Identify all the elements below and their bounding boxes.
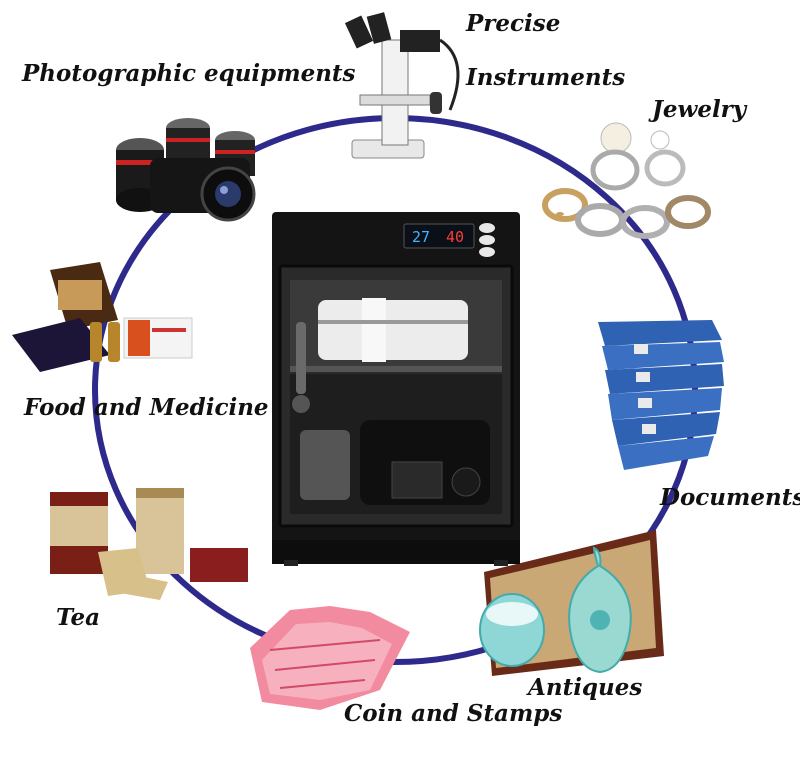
camera-equipment-icon xyxy=(116,118,256,222)
documents-icon xyxy=(598,320,724,470)
label-jewelry: Jewelry xyxy=(652,96,747,123)
label-food-and-medicine: Food and Medicine xyxy=(24,394,269,421)
display-left-reading: 27 xyxy=(412,228,430,246)
food-medicine-icon xyxy=(12,262,193,372)
jewelry-icon xyxy=(542,122,711,239)
control-button xyxy=(479,235,495,245)
banknotes-icon xyxy=(250,606,410,710)
humidity-display: 27 40 xyxy=(403,223,475,249)
control-button xyxy=(479,223,495,233)
dry-cabinet: 27 40 xyxy=(272,212,520,566)
label-documents: Documents xyxy=(660,484,800,511)
label-photographic-equipments: Photographic equipments xyxy=(22,60,356,87)
control-buttons xyxy=(479,223,495,257)
label-precise: Precise xyxy=(466,10,561,37)
display-right-reading: 40 xyxy=(446,228,464,246)
control-button xyxy=(479,247,495,257)
antiques-icon xyxy=(479,530,664,676)
label-tea: Tea xyxy=(56,604,101,631)
label-instruments: Instruments xyxy=(466,64,626,91)
tea-icon xyxy=(50,488,248,600)
label-antiques: Antiques xyxy=(528,674,643,701)
microscope-icon xyxy=(344,12,460,159)
label-coin-and-stamps: Coin and Stamps xyxy=(344,700,563,727)
